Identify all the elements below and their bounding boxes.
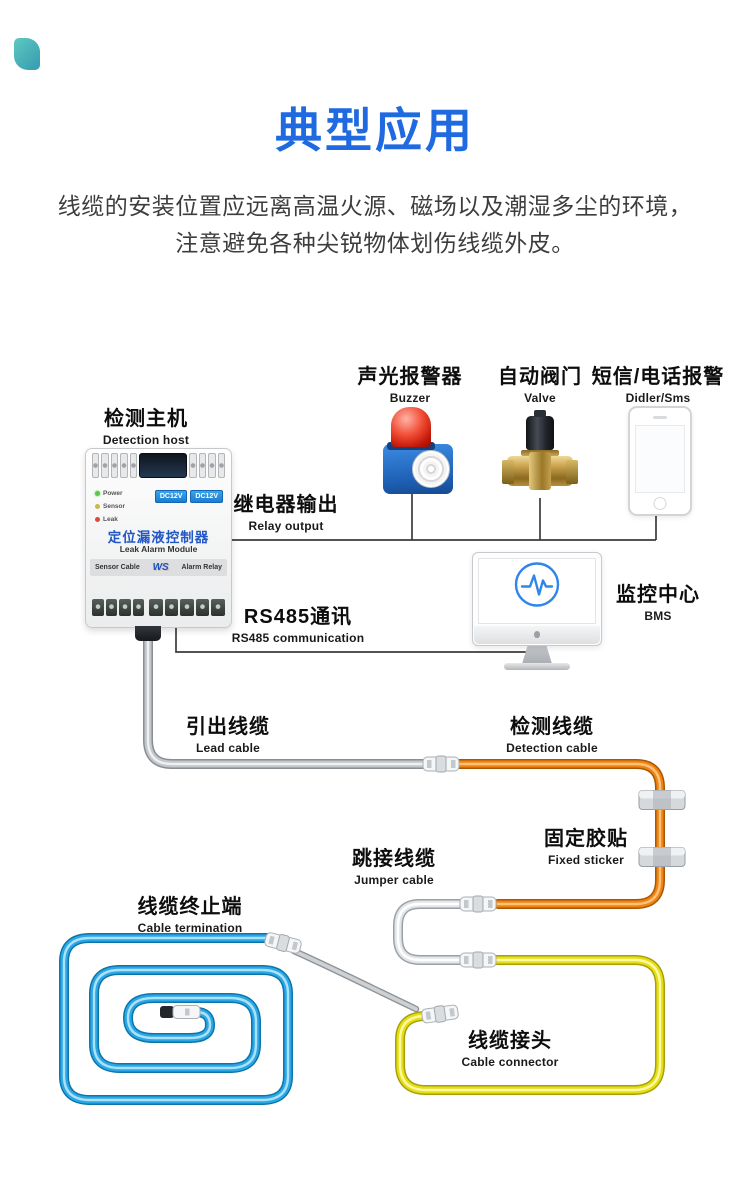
pigtail-cable [294,951,416,1009]
label-host: 检测主机 Detection host [103,402,189,447]
host-port-strip: Sensor Cable WS Alarm Relay [90,559,227,576]
page-title: 典型应用 [275,104,475,157]
description-line-2: 注意避免各种尖锐物体划伤线缆外皮。 [175,230,575,257]
cable-connector-joint [420,1003,460,1025]
label-sms: 短信/电话报警 Didler/Sms [592,360,725,405]
label-relay: 继电器输出 Relay output [234,488,339,533]
label-termination-en: Cable termination [137,921,243,935]
monitor-chin [474,626,600,644]
smartphone-device [628,406,692,516]
phone-earpiece [653,416,667,419]
host-port-left-label: Sensor Cable [95,564,140,571]
label-monitor: 监控中心 BMS [616,578,700,623]
host-lcd-display [139,453,188,478]
detection-cable-blue [64,938,288,1100]
apple-logo-icon [534,631,540,638]
host-dc-button-1: DC12V [154,490,188,503]
label-monitor-en: BMS [644,609,672,623]
label-detection-cable-zh: 检测线缆 [509,716,594,738]
fixed-sticker-clip-1 [638,790,686,810]
valve-center-block [529,452,551,490]
label-sms-en: Didler/Sms [625,391,691,405]
host-port-right-label: Alarm Relay [181,564,222,571]
host-led-indicators: Power Sensor Leak [95,490,125,529]
label-lead-cable-zh: 引出线缆 [186,716,270,738]
label-relay-en: Relay output [248,519,324,533]
host-cable-outlet [135,626,161,641]
label-jumper-cable: 跳接线缆 Jumper cable [352,842,436,887]
cable-connector-yellow-start [459,951,497,969]
rs485-line [175,627,528,653]
label-connector-en: Cable connector [461,1055,559,1069]
sensor-led-label: Sensor [103,503,126,510]
relay-output-line [232,492,657,541]
label-fixed-sticker: 固定胶贴 Fixed sticker [544,822,628,867]
label-host-zh: 检测主机 [103,408,188,430]
label-host-en: Detection host [102,433,190,447]
power-led [95,491,100,496]
label-valve-zh: 自动阀门 [498,366,582,388]
host-bottom-terminals [92,599,225,616]
phone-screen [635,425,685,493]
label-connector-zh: 线缆接头 [468,1030,552,1052]
label-termination-zh: 线缆终止端 [137,896,243,918]
label-rs485-en: RS485 communication [231,631,365,645]
buzzer-device [383,406,453,494]
label-rs485-zh: RS485通讯 [243,606,353,628]
label-jumper-cable-en: Jumper cable [354,873,434,887]
cable-connector-lead [422,755,460,773]
host-dc-button-2: DC12V [190,490,223,503]
cable-termination-plug [160,1005,201,1019]
label-fixed-sticker-zh: 固定胶贴 [544,828,628,850]
label-buzzer: 声光报警器 Buzzer [358,360,463,405]
host-product-name-en: Leak Alarm Module [119,544,198,554]
monitor-device [472,552,602,676]
buzzer-red-dome [391,407,431,447]
leak-led-label: Leak [103,516,118,523]
power-led-label: Power [103,490,123,497]
brand-watermark-logo [14,38,40,70]
valve-device [502,410,578,504]
cable-connector-blue-start [263,930,303,956]
host-top-terminals [92,453,225,478]
cable-connector-orange-end [459,895,497,913]
host-product-name-zh: 定位漏液控制器 [107,530,210,545]
label-fixed-sticker-en: Fixed sticker [548,853,624,867]
label-lead-cable-en: Lead cable [195,741,261,755]
fixed-sticker-clip-2 [638,847,686,867]
description-line-1: 线缆的安装位置应远离高温火源、磁场以及潮湿多尘的环境， [57,193,693,219]
label-rs485: RS485通讯 RS485 communication [232,600,365,645]
label-detection-cable-en: Detection cable [506,741,598,755]
label-valve-en: Valve [524,391,556,405]
jumper-cable [398,904,462,960]
leak-led [95,517,100,522]
label-termination: 线缆终止端 Cable termination [138,890,243,935]
valve-solenoid-coil [526,410,554,450]
valve-left-hex [502,460,514,484]
monitor-screen [472,552,602,646]
label-valve: 自动阀门 Valve [498,360,582,405]
valve-right-hex [566,460,578,484]
label-sms-zh: 短信/电话报警 [591,366,725,388]
label-connector: 线缆接头 Cable connector [461,1024,558,1069]
label-buzzer-en: Buzzer [389,391,431,405]
monitor-base [504,663,570,670]
label-lead-cable: 引出线缆 Lead cable [186,710,270,755]
label-relay-zh: 继电器输出 [233,494,339,516]
phone-home-button [653,497,667,510]
label-monitor-zh: 监控中心 [616,584,700,606]
detection-host-device: Power Sensor Leak DC12V DC12V 定位漏液控制器 Le… [85,448,232,641]
pulse-icon [511,559,563,616]
label-buzzer-zh: 声光报警器 [357,366,463,388]
host-brand-logo: WS [152,562,169,573]
host-body [85,448,232,628]
label-jumper-cable-zh: 跳接线缆 [352,848,436,870]
monitor-stand [522,644,552,664]
label-detection-cable: 检测线缆 Detection cable [506,710,598,755]
description: 线缆的安装位置应远离高温火源、磁场以及潮湿多尘的环境， 注意避免各种尖锐物体划伤… [0,188,750,263]
sensor-led [95,504,100,509]
buzzer-horn [412,450,450,488]
